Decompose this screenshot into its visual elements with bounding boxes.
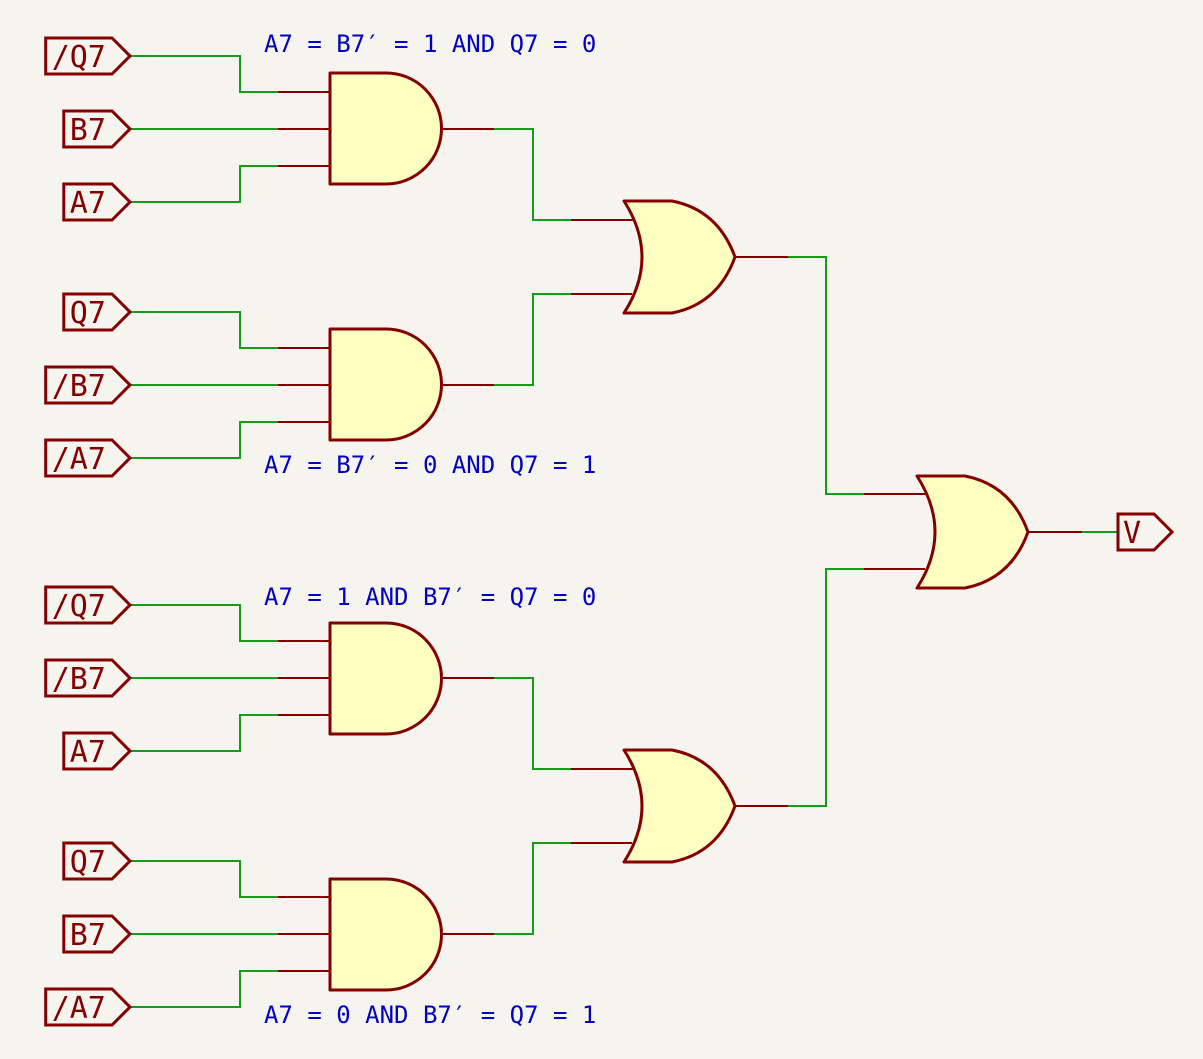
input-label-1-1: /B7 <box>44 365 133 405</box>
wire <box>130 421 278 459</box>
input-label-text: /Q7 <box>52 589 106 624</box>
input-label-0-0: /Q7 <box>44 36 133 76</box>
wire <box>130 604 278 642</box>
wire <box>130 860 278 898</box>
wire <box>788 256 864 495</box>
wire <box>494 128 571 221</box>
input-label-text: /A7 <box>52 442 106 477</box>
annotation-gate-2: A7 = B7′ = 0 AND Q7 = 1 <box>264 451 596 479</box>
input-label-3-2: /A7 <box>44 987 133 1027</box>
and-gate-2 <box>328 327 443 442</box>
input-label-0-1: B7 <box>62 109 133 149</box>
input-label-1-2: /A7 <box>44 438 133 478</box>
and-gate-1 <box>328 71 443 186</box>
input-label-text: A7 <box>70 735 106 770</box>
wire <box>130 55 278 93</box>
or-gate-2 <box>622 748 737 864</box>
annotation-gate-1: A7 = B7′ = 1 AND Q7 = 0 <box>264 30 596 58</box>
input-label-2-2: A7 <box>62 731 133 771</box>
input-label-3-1: B7 <box>62 914 133 954</box>
input-label-3-0: Q7 <box>62 841 133 881</box>
output-label-v: V <box>1116 512 1175 552</box>
input-label-text: /Q7 <box>52 40 106 75</box>
input-label-text: /A7 <box>52 991 106 1026</box>
wire <box>130 165 278 203</box>
wire <box>494 293 571 386</box>
annotation-gate-4: A7 = 0 AND B7′ = Q7 = 1 <box>264 1001 596 1029</box>
input-label-1-0: Q7 <box>62 292 133 332</box>
wire <box>494 842 571 935</box>
wire <box>788 568 864 807</box>
annotation-gate-3: A7 = 1 AND B7′ = Q7 = 0 <box>264 583 596 611</box>
wires <box>130 55 1118 1008</box>
pins <box>278 91 1082 972</box>
input-label-text: A7 <box>70 186 106 221</box>
or-gate-3 <box>915 474 1030 590</box>
wire <box>494 677 571 770</box>
or-gate-1 <box>622 199 737 315</box>
input-label-text: B7 <box>70 918 106 953</box>
input-label-text: /B7 <box>52 369 106 404</box>
input-label-text: B7 <box>70 113 106 148</box>
and-gate-4 <box>328 877 443 992</box>
input-label-text: Q7 <box>70 845 106 880</box>
wire <box>130 714 278 752</box>
wire <box>130 311 278 349</box>
input-label-0-2: A7 <box>62 182 133 222</box>
output-label-text: V <box>1123 516 1141 551</box>
and-gate-3 <box>328 621 443 736</box>
input-label-text: Q7 <box>70 296 106 331</box>
input-label-2-1: /B7 <box>44 658 133 698</box>
input-label-text: /B7 <box>52 662 106 697</box>
input-label-2-0: /Q7 <box>44 585 133 625</box>
wire <box>130 970 278 1008</box>
